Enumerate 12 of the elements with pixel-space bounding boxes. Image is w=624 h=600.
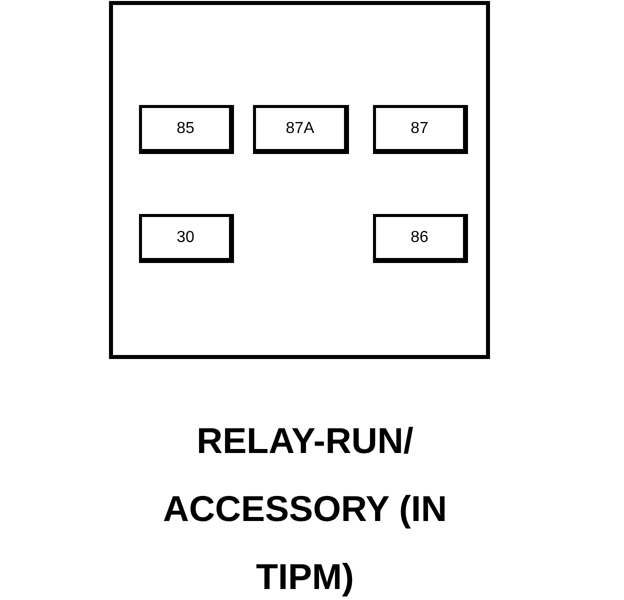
terminal-label: 86 <box>410 228 428 246</box>
terminal-label: 85 <box>176 120 194 138</box>
terminal-box <box>253 105 349 154</box>
terminal-label: 87A <box>286 120 314 138</box>
terminal-box <box>139 214 234 263</box>
relay-outline <box>109 1 490 359</box>
terminal-label: 87 <box>410 120 428 138</box>
terminal-box <box>373 105 468 154</box>
diagram-title: RELAY-RUN/ ACCESSORY (IN TIPM) <box>162 419 448 599</box>
terminal-box <box>373 214 468 263</box>
terminal-label: 30 <box>176 228 194 246</box>
terminal-box <box>139 105 234 154</box>
